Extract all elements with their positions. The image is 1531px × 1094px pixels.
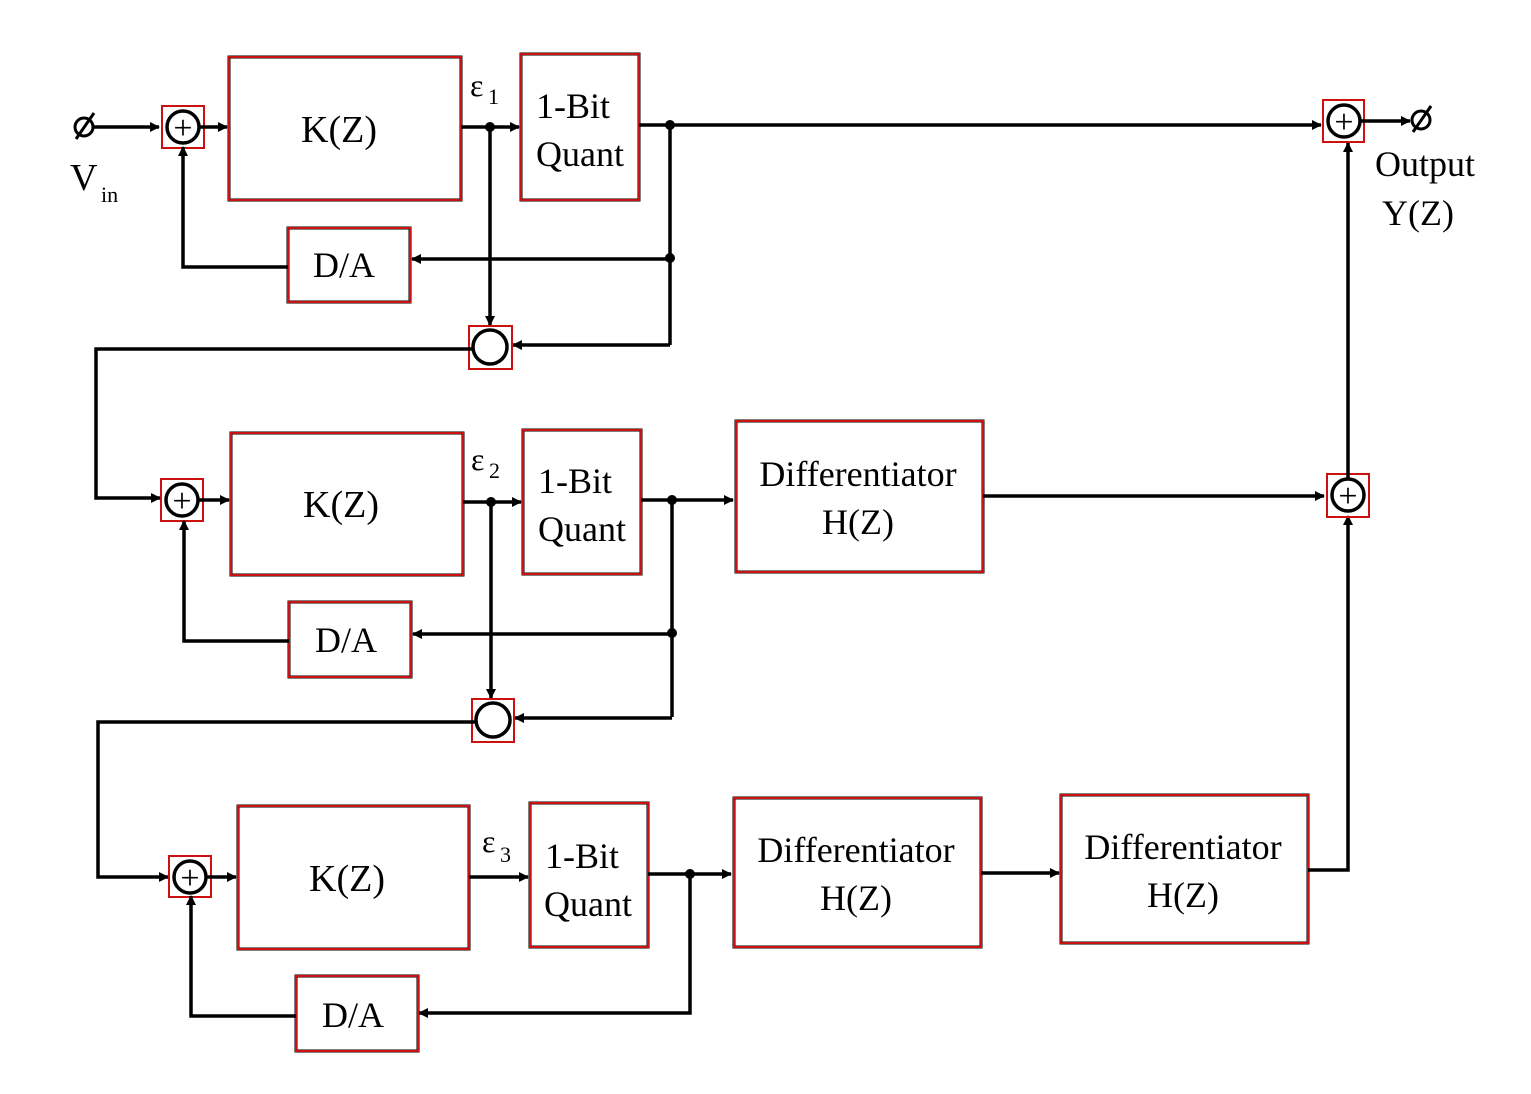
- svg-text:1-Bit: 1-Bit: [545, 836, 619, 876]
- svg-text:H(Z): H(Z): [822, 502, 894, 542]
- loop-filter-block-1: K(Z): [227, 55, 463, 202]
- quantizer-block-3: 1-Bit Quant: [528, 801, 650, 949]
- differentiator-block-3a: Differentiator H(Z): [732, 796, 983, 949]
- loop-filter-block-2: K(Z): [229, 431, 465, 577]
- error-label-1-sub: 1: [488, 84, 499, 109]
- error-label-3: ε: [482, 823, 495, 859]
- quantizer-block-2: 1-Bit Quant: [521, 428, 643, 576]
- svg-text:K(Z): K(Z): [309, 858, 385, 900]
- summing-junction-3: +: [168, 855, 212, 898]
- output-label-line1: Output: [1375, 144, 1475, 184]
- wire-diff3b-to-sum: [1308, 515, 1353, 872]
- svg-text:K(Z): K(Z): [301, 109, 377, 151]
- svg-text:Quant: Quant: [538, 509, 626, 549]
- svg-text:+: +: [1334, 104, 1353, 141]
- error-node-2: [471, 698, 515, 743]
- output-summing-junction-lower: +: [1326, 473, 1370, 518]
- svg-text:+: +: [180, 860, 199, 897]
- wire-err1-to-sum2: [94, 347, 473, 503]
- quantizer-block-1: 1-Bit Quant: [519, 52, 641, 202]
- svg-text:+: +: [172, 483, 191, 520]
- svg-text:Quant: Quant: [536, 134, 624, 174]
- error-label-3-sub: 3: [500, 842, 511, 867]
- error-node-1: [468, 325, 513, 370]
- svg-text:K(Z): K(Z): [303, 484, 379, 526]
- input-label-sub: in: [101, 182, 118, 207]
- summing-junction-2: +: [160, 478, 204, 522]
- output-label-line2: Y(Z): [1382, 193, 1454, 233]
- output-terminal-icon: [1410, 105, 1433, 133]
- svg-text:Differentiator: Differentiator: [759, 454, 956, 494]
- output-summing-junction-upper: +: [1322, 99, 1365, 143]
- wire-dac3-feedback: [186, 895, 296, 1018]
- error-label-2: ε: [471, 441, 484, 477]
- svg-text:1-Bit: 1-Bit: [536, 86, 610, 126]
- svg-text:H(Z): H(Z): [1147, 875, 1219, 915]
- wire-to-dac3: [418, 874, 692, 1018]
- svg-text:D/A: D/A: [322, 995, 384, 1035]
- wire-dac2-feedback: [179, 520, 289, 643]
- differentiator-block-2: Differentiator H(Z): [734, 419, 985, 574]
- svg-text:Quant: Quant: [544, 884, 632, 924]
- dac-block-3: D/A: [294, 974, 420, 1053]
- wire-err2-to-sum3: [96, 720, 476, 882]
- dac-block-1: D/A: [286, 226, 412, 304]
- error-label-1: ε: [470, 67, 483, 103]
- svg-text:Differentiator: Differentiator: [1084, 827, 1281, 867]
- input-terminal-icon: [73, 112, 96, 140]
- svg-text:Differentiator: Differentiator: [757, 830, 954, 870]
- svg-text:1-Bit: 1-Bit: [538, 461, 612, 501]
- svg-text:D/A: D/A: [313, 245, 375, 285]
- wire-dac1-feedback: [178, 146, 288, 269]
- svg-text:+: +: [173, 110, 192, 147]
- svg-text:H(Z): H(Z): [820, 878, 892, 918]
- loop-filter-block-3: K(Z): [236, 804, 471, 951]
- dac-block-2: D/A: [287, 600, 413, 679]
- svg-text:+: +: [1338, 478, 1357, 515]
- summing-junction-1: +: [161, 105, 205, 149]
- error-label-2-sub: 2: [489, 458, 500, 483]
- differentiator-block-3b: Differentiator H(Z): [1059, 793, 1310, 945]
- input-label: V: [70, 157, 98, 199]
- svg-text:D/A: D/A: [315, 620, 377, 660]
